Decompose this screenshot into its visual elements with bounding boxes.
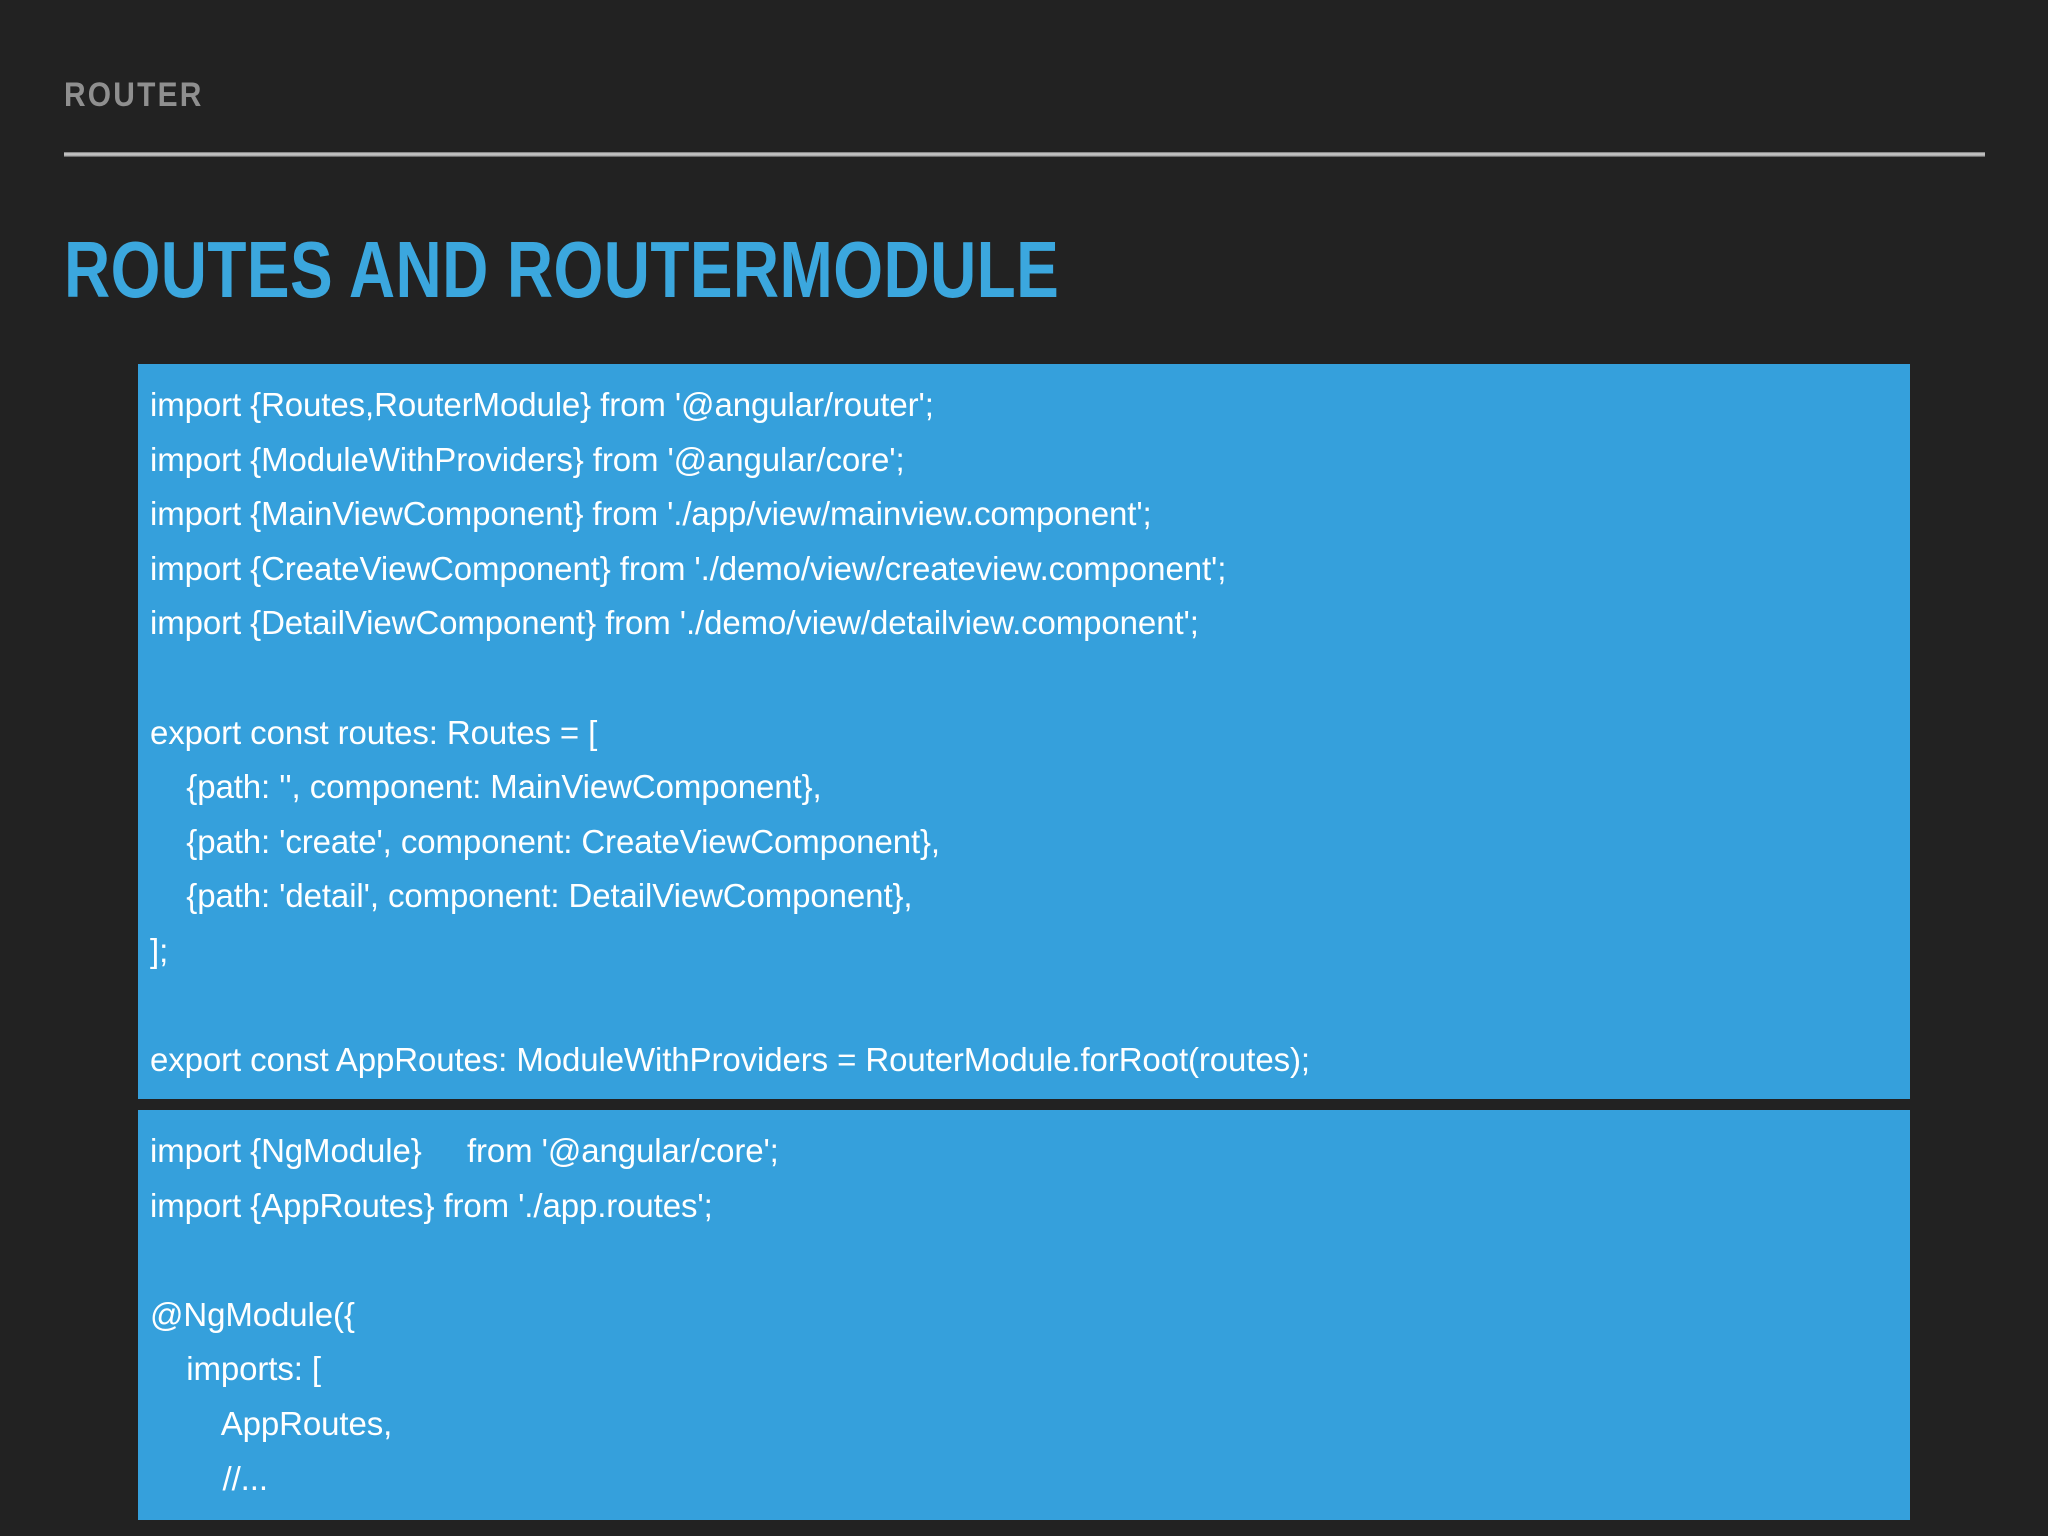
code-line: @NgModule({ <box>150 1295 355 1333</box>
code-line: import {DetailViewComponent} from './dem… <box>150 604 1199 642</box>
slide-eyebrow-container: ROUTER <box>64 78 1985 112</box>
slide-eyebrow-text: ROUTER <box>64 76 204 114</box>
code-line: ]; <box>150 931 169 969</box>
code-line: export const AppRoutes: ModuleWithProvid… <box>150 1041 1310 1079</box>
code-line: export const routes: Routes = [ <box>150 713 598 751</box>
code-line: {path: '', component: MainViewComponent}… <box>150 768 822 806</box>
slide-title: ROUTES AND ROUTERMODULE <box>64 225 1060 314</box>
code-line: AppRoutes, <box>150 1404 393 1442</box>
code-line: imports: [ <box>150 1350 321 1388</box>
code-line: {path: 'create', component: CreateViewCo… <box>150 822 941 860</box>
code-line: import {AppRoutes} from './app.routes'; <box>150 1186 713 1224</box>
code-line: import {Routes,RouterModule} from '@angu… <box>150 386 934 423</box>
code-line: import {NgModule} from '@angular/core'; <box>150 1132 779 1169</box>
routes-code-block: import {Routes,RouterModule} from '@angu… <box>138 364 1910 1099</box>
code-line <box>150 979 1910 1034</box>
code-line: import {MainViewComponent} from './app/v… <box>150 495 1152 533</box>
code-line: {path: 'detail', component: DetailViewCo… <box>150 877 913 915</box>
ngmodule-code-block: import {NgModule} from '@angular/core'; i… <box>138 1110 1910 1520</box>
code-line: //... <box>150 1459 268 1497</box>
code-line: import {CreateViewComponent} from './dem… <box>150 549 1227 587</box>
code-line <box>150 1233 1910 1288</box>
code-line <box>150 651 1910 706</box>
header-divider-rule <box>64 152 1985 157</box>
code-line: import {ModuleWithProviders} from '@angu… <box>150 440 905 478</box>
